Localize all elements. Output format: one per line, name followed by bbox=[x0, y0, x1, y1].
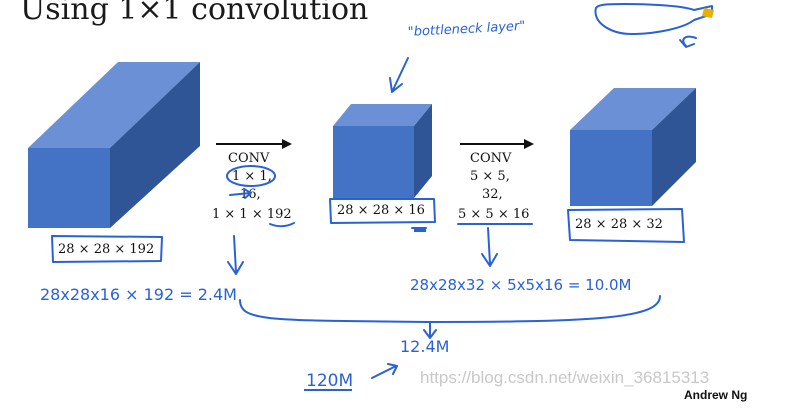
slide-title: Using 1×1 convolution bbox=[20, 0, 369, 27]
cube2-top bbox=[333, 104, 432, 126]
volume-3-box bbox=[567, 208, 685, 243]
total-cost-text: 12.4M bbox=[400, 337, 449, 356]
cube3-front bbox=[570, 130, 652, 206]
cost-2-text: 28x28x32 × 5x5x16 = 10.0M bbox=[410, 276, 632, 294]
conv1-shape: 1 × 1 × 192 bbox=[212, 207, 292, 222]
bottleneck-pointer bbox=[389, 57, 409, 93]
teapot-doodle bbox=[594, 3, 713, 35]
teapot-highlight bbox=[702, 8, 714, 18]
conv1-filter-circle bbox=[226, 165, 276, 187]
cube3-side bbox=[652, 88, 696, 206]
cube1-top bbox=[28, 62, 200, 148]
cube3-top bbox=[570, 88, 696, 130]
bottleneck-label: "bottleneck layer" bbox=[407, 19, 525, 40]
compare-arrow bbox=[371, 363, 398, 379]
output-volume-cube bbox=[570, 88, 696, 206]
cube2-front bbox=[333, 126, 414, 198]
cube1-front bbox=[28, 148, 110, 228]
conv1-filter: 1 × 1, bbox=[232, 169, 272, 184]
conv-arrows bbox=[216, 139, 534, 149]
teapot-pointer bbox=[679, 35, 697, 48]
down-arrow-1 bbox=[227, 235, 244, 275]
down-arrow-2 bbox=[481, 227, 498, 267]
input-volume-cube bbox=[28, 62, 200, 228]
cube2-side bbox=[414, 104, 432, 198]
brace-stem bbox=[423, 321, 437, 339]
conv2-count: 32, bbox=[482, 187, 503, 202]
conv2-filter: 5 × 5, bbox=[470, 169, 510, 184]
volume-1-box bbox=[51, 235, 163, 263]
conv1-small-arrow bbox=[229, 188, 252, 199]
conv2-shape: 5 × 5 × 16 bbox=[458, 207, 529, 222]
author-credit: Andrew Ng bbox=[684, 388, 748, 402]
volume-1-label: 28 × 28 × 192 bbox=[58, 242, 154, 257]
underline-192 bbox=[269, 222, 295, 228]
underline-16-mark bbox=[414, 229, 426, 232]
conv1-name: CONV bbox=[228, 151, 270, 166]
bottleneck-volume-cube bbox=[333, 104, 432, 198]
blog-watermark: https://blog.csdn.net/weixin_36815313 bbox=[420, 368, 710, 387]
volume-3-label: 28 × 28 × 32 bbox=[575, 217, 663, 232]
cube1-side bbox=[110, 62, 200, 228]
volume-2-label: 28 × 28 × 16 bbox=[337, 203, 425, 218]
conv2-name: CONV bbox=[470, 151, 512, 166]
compare-cost-text: 120M bbox=[306, 371, 353, 391]
brace-bottom bbox=[239, 295, 661, 323]
cost-1-text: 28x28x16 × 192 = 2.4M bbox=[40, 285, 237, 304]
volume-2-box bbox=[329, 198, 436, 224]
